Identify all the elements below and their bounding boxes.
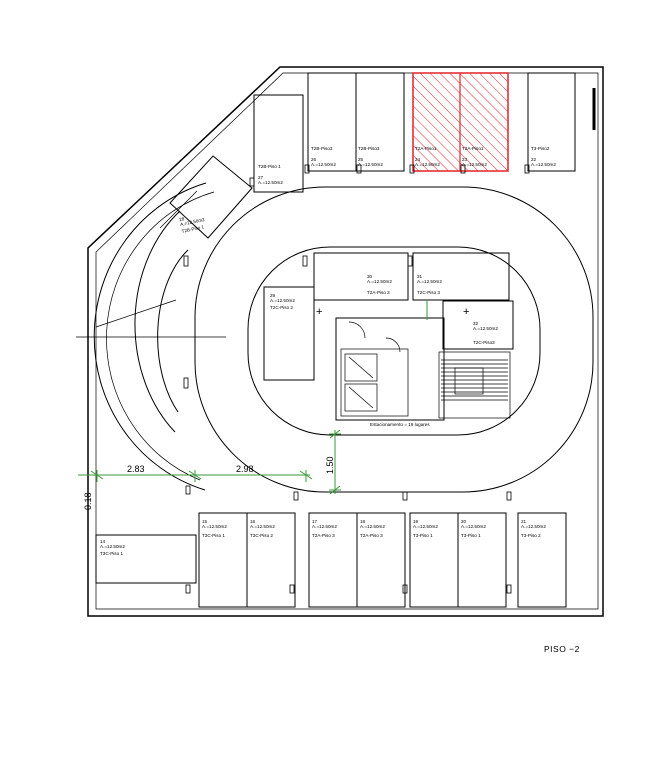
space-32-number: 32 [473,321,479,326]
space-28-outline [169,155,253,239]
space-29-number: 29 [270,293,276,298]
space-19-number: 19 [413,519,419,524]
space-27-number: 27 [258,175,264,180]
ramp-inner-arc [157,249,189,413]
space-16-area: A.=12.50m2 [250,524,275,529]
space-26-area: A.=12.50m2 [311,162,336,167]
space-32-area: A.=12.50m2 [473,326,498,331]
space-22-area: A.=12.50m2 [531,162,556,167]
ramp-outer-arc [93,182,207,491]
space-26-number: 26 [311,157,317,162]
space-14-number: 14 [100,539,106,544]
space-17-owner: T2A-Piso 3 [312,533,335,538]
space-27-owner: T2B-Piso 1 [258,164,281,169]
space-21-owner: T3-Piso 2 [521,533,541,538]
space-19-owner: T3-Piso 1 [413,533,433,538]
space-16-owner: T3C-Piso 2 [250,533,273,538]
space-17-area: A.=12.50m2 [312,524,337,529]
space-18-outline [356,512,406,608]
ramp-outer-arc-2 [106,191,215,481]
floor-label: PISO −2 [544,644,580,654]
space-20-area: A.=12.50m2 [461,524,486,529]
space-22-number: 22 [531,157,537,162]
space-23-number: 23 [462,157,468,162]
space-24-owner: T2A-Piso1 [415,146,437,151]
space-25-area: A.=12.50m2 [358,162,383,167]
space-18-owner: T2A-Piso 3 [360,533,383,538]
space-27-outline [253,94,304,193]
building-outer-wall [87,66,604,617]
space-14-owner: T3C-Piso 1 [100,551,123,556]
space-29-outline [263,286,315,381]
space-31-area: A.=12.50m2 [417,279,442,284]
space-24-area: A.=12.50m2 [415,162,440,167]
space-25-number: 25 [358,157,364,162]
space-26-owner: T2B-Piso3 [311,146,333,151]
space-27-area: A.=12.50m2 [258,180,283,185]
space-31-number: 31 [417,274,423,279]
space-30-area: A.=12.50m2 [367,279,392,284]
space-30-owner: T2A-Piso 3 [367,290,390,295]
dimension-2-83: 2.83 [127,464,145,474]
space-18-area: A.=12.50m2 [360,524,385,529]
space-31-owner: T2C-Piso 3 [417,290,440,295]
space-23-area: A.=12.50m2 [462,162,487,167]
dimension-2-98: 2.98 [236,464,254,474]
space-32-outline [442,300,514,350]
ramp-middle-arc [134,210,181,433]
central-island [247,246,541,436]
space-20-number: 20 [461,519,467,524]
space-14-area: A.=12.50m2 [100,544,125,549]
space-30-outline [313,252,409,301]
space-18-number: 18 [360,519,366,524]
plus-mark-1: + [316,306,322,318]
space-25-owner: T2B-Piso3 [358,146,380,151]
space-28-number: 28 [179,216,185,222]
space-32-owner: T2C-Piso3 [473,340,495,345]
space-20-owner: T3-Piso 1 [461,533,481,538]
space-22-outline [527,72,576,172]
parking-count-label: Estacionamento = 19 lugares [370,422,430,427]
space-23-owner: T2A-Piso1 [462,146,484,151]
space-25-outline [355,72,405,172]
space-17-number: 17 [312,519,318,524]
central-core [335,317,511,421]
space-28-owner: T2B-Piso 1 [181,224,205,234]
space-21-outline [517,512,567,608]
driveway-outer-loop [194,186,594,493]
space-30-number: 30 [367,274,373,279]
ramp-divider [95,299,177,328]
space-16-outline [246,512,296,608]
dimension-0-18: 0.18 [83,492,93,510]
space-22-owner: T3-Piso2 [531,146,550,151]
plus-mark-2: + [463,306,469,318]
space-24-number: 24 [415,157,421,162]
dimension-lines [78,300,428,495]
space-15-owner: T3C-Piso 1 [202,533,225,538]
space-31-outline [412,252,510,301]
wheel-stops [183,164,530,594]
dimension-1-50: 1.50 [325,456,335,474]
space-19-area: A.=12.50m2 [413,524,438,529]
space-21-area: A.=12.50m2 [521,524,546,529]
space-14-outline [95,534,197,584]
space-29-owner: T2C-Piso 2 [270,305,293,310]
space-28-area: A.=12.50m2 [180,217,206,227]
space-29-area: A.=12.50m2 [270,298,295,303]
space-16-number: 16 [250,519,256,524]
ramp-bend [159,190,198,229]
space-15-number: 15 [202,519,208,524]
space-15-area: A.=12.50m2 [202,524,227,529]
space-20-outline [457,512,507,608]
space-21-number: 21 [521,519,527,524]
